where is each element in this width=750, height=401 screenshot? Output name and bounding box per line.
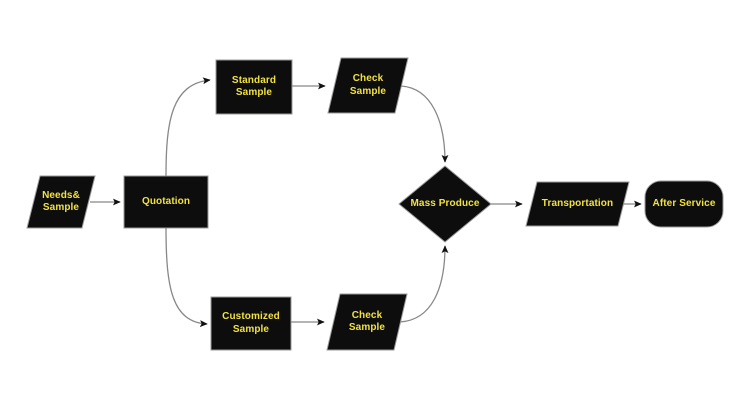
node-customized-sample[interactable] (210, 296, 292, 351)
connector-check-bottom-to-mass (399, 245, 449, 323)
node-standard-sample[interactable] (215, 59, 293, 115)
connector-quotation-to-standard (165, 77, 211, 177)
node-check-sample-bottom[interactable] (326, 293, 408, 351)
node-mass-produce[interactable] (398, 165, 492, 243)
connector-check-top-to-mass (400, 85, 449, 163)
node-check-sample-top[interactable] (327, 57, 409, 114)
node-after-service[interactable] (644, 180, 724, 228)
node-transportation[interactable] (525, 181, 630, 227)
node-needs-sample[interactable] (26, 175, 96, 229)
node-quotation[interactable] (123, 175, 209, 229)
connector-quotation-to-customized (165, 227, 208, 328)
